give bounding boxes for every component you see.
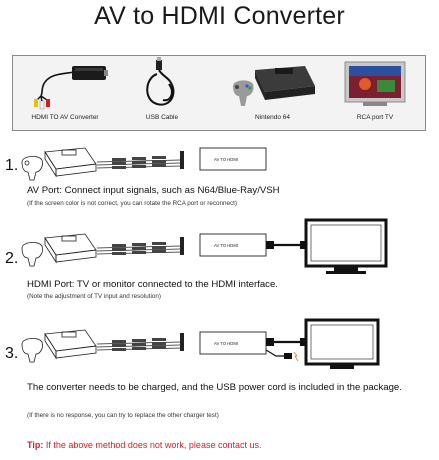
tip-prefix: Tip: [27, 440, 44, 450]
game-console-icon [233, 66, 315, 106]
usb-cable-icon [146, 57, 175, 106]
step-number-1: 1. [5, 157, 19, 174]
page-title: AV to HDMI Converter [94, 2, 345, 30]
step-number-3: 3. [5, 345, 19, 362]
product-converter: HDMI TO AV Converter [15, 56, 115, 130]
step-number-2: 2. [5, 250, 19, 267]
tv-icon [344, 61, 406, 106]
product-label: HDMI TO AV Converter [31, 114, 99, 121]
product-label: RCA port TV [356, 114, 394, 121]
product-tv: RCA port TV [335, 56, 415, 130]
product-overview-box: HDMI TO AV Converter USB Cable Nintendo … [12, 55, 426, 131]
product-label: USB Cable [145, 114, 179, 121]
tip-message: If the above method does not work, pleas… [43, 440, 262, 450]
product-nintendo-64: Nintendo 64 [225, 56, 320, 130]
converter-label: AV TO HDMI [214, 243, 238, 248]
step-3-description: The converter needs to be charged, and t… [27, 382, 402, 393]
product-label: Nintendo 64 [254, 114, 291, 121]
step-3-note: (If there is no response, you can try to… [27, 412, 219, 419]
tip-text: Tip: If the above method does not work, … [27, 440, 261, 450]
step-3-diagram: AV TO HDMI [21, 318, 380, 369]
step-1-diagram: AV TO HDMI [21, 147, 267, 181]
converter-label: AV TO HDMI [214, 341, 238, 346]
product-usb-cable: USB Cable [127, 56, 197, 130]
step-2-diagram: AV TO HDMI [21, 218, 388, 274]
step-2-note: (Note the adjustment of TV input and res… [27, 293, 161, 300]
step-1-description: AV Port: Connect input signals, such as … [27, 185, 280, 196]
converter-with-rca-cable-icon [34, 66, 108, 110]
step-2-description: HDMI Port: TV or monitor connected to th… [27, 279, 278, 290]
converter-label: AV TO HDMI [214, 157, 238, 162]
step-1-note: (If the screen color is not correct, you… [27, 200, 237, 207]
